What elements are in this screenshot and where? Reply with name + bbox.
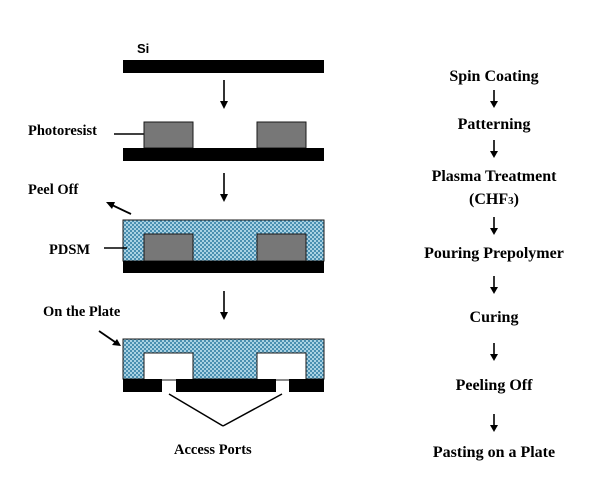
photoresist-block-left — [143, 233, 194, 262]
step-plasma-gas: (CHF3) — [469, 191, 519, 208]
process-flow: Spin Coating Patterning Plasma Treatment… — [424, 68, 564, 461]
flow-arrow — [490, 343, 498, 361]
step-plasma-treatment: Plasma Treatment — [432, 168, 558, 185]
photoresist-block-right — [256, 233, 307, 262]
on-the-plate-label: On the Plate — [43, 304, 121, 320]
stage-pdms-cast: Peel Off PDSM — [28, 182, 325, 273]
si-substrate — [123, 148, 324, 161]
stage-photoresist: Photoresist — [28, 121, 324, 161]
step-pouring-prepolymer: Pouring Prepolymer — [424, 245, 564, 262]
photoresist-label: Photoresist — [28, 123, 97, 139]
pdms-label: PDSM — [49, 242, 90, 258]
flow-arrow — [490, 217, 498, 235]
flow-arrow — [490, 90, 498, 108]
step-pasting-on-plate: Pasting on a Plate — [433, 444, 555, 461]
si-substrate — [123, 60, 324, 73]
stage-si-wafer: Si — [123, 41, 324, 73]
photoresist-block-right — [256, 121, 307, 149]
flow-arrow — [490, 276, 498, 294]
down-arrow-2 — [220, 173, 228, 202]
si-substrate — [123, 261, 324, 273]
down-arrow-3 — [220, 291, 228, 320]
peel-off-label: Peel Off — [28, 182, 78, 198]
peel-off-arrow — [106, 202, 132, 215]
plate-segment-right — [289, 379, 324, 392]
photoresist-block-left — [143, 121, 194, 149]
access-ports-label: Access Ports — [174, 442, 252, 458]
step-curing: Curing — [470, 309, 519, 326]
plate-segment-left — [123, 379, 162, 392]
on-plate-arrow — [98, 330, 121, 346]
flow-arrow — [490, 414, 498, 432]
microchannel-right — [256, 352, 307, 381]
step-spin-coating: Spin Coating — [449, 68, 538, 85]
access-ports-pointer — [168, 393, 283, 427]
microchannel-left — [143, 352, 194, 381]
step-peeling-off: Peeling Off — [456, 377, 534, 394]
step-patterning: Patterning — [458, 116, 531, 133]
stage-on-plate: On the Plate Access Ports — [43, 304, 325, 458]
si-label: Si — [137, 41, 149, 56]
flow-arrow — [490, 140, 498, 158]
down-arrow-1 — [220, 80, 228, 109]
plate-segment-middle — [176, 379, 276, 392]
